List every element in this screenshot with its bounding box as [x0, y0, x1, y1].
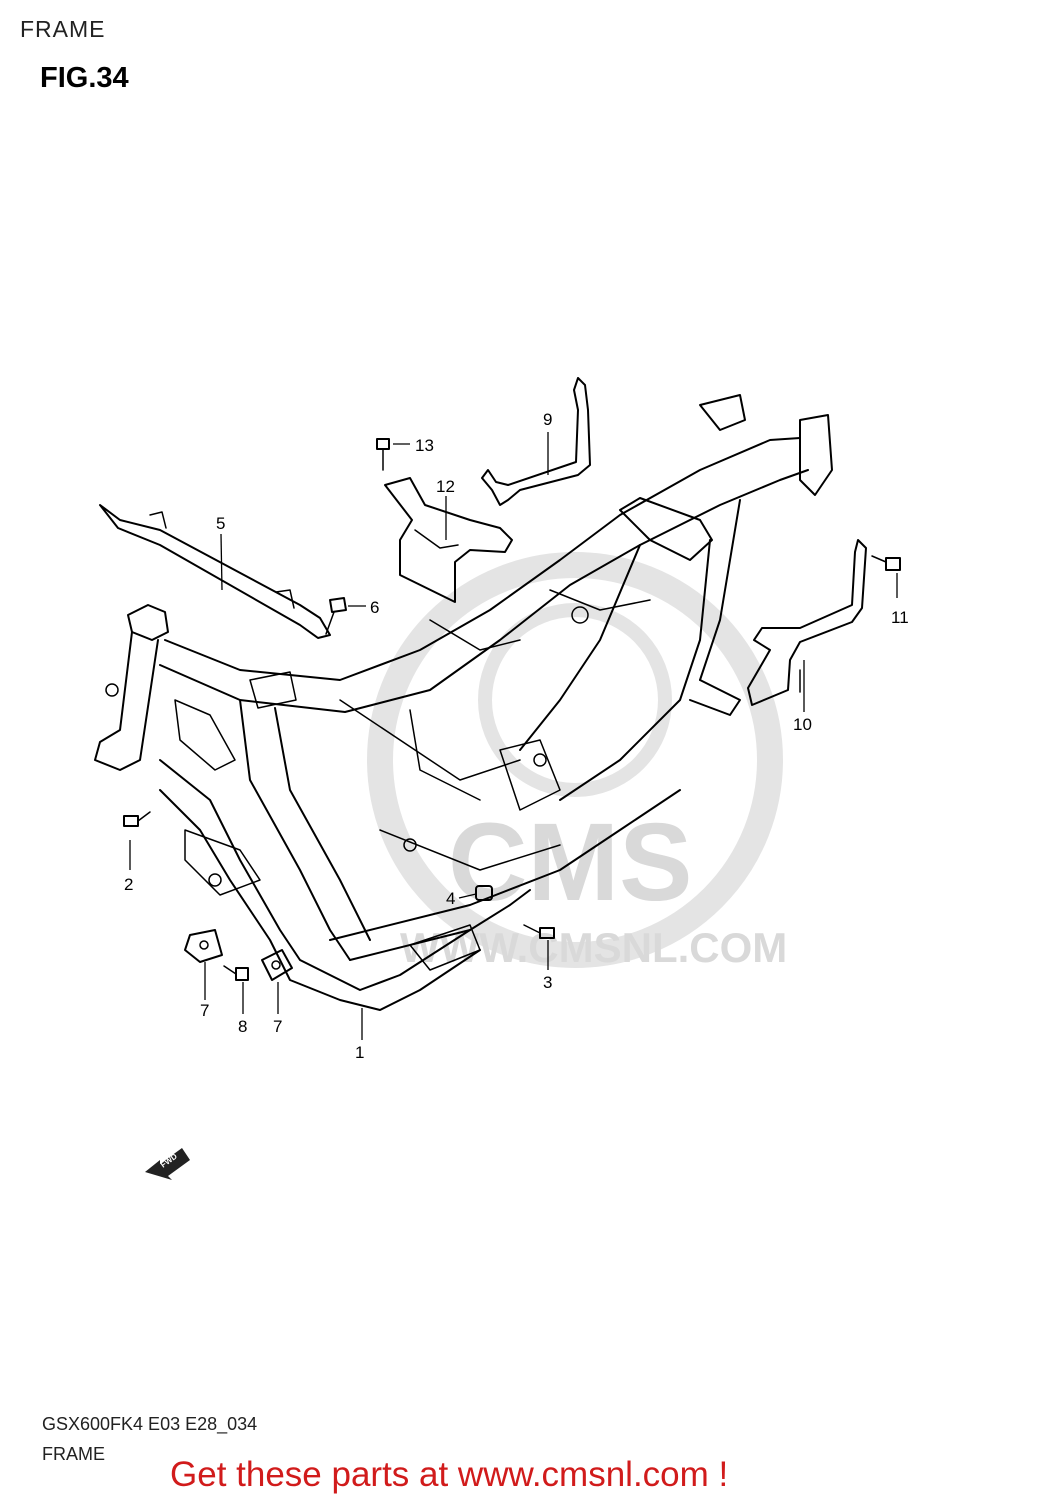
callout-7-left: 7	[200, 1001, 209, 1020]
part-13-bolt	[376, 438, 390, 471]
part-7-plate-right	[261, 949, 293, 981]
promo-link[interactable]: Get these parts at www.cmsnl.com !	[170, 1455, 729, 1494]
callout-6: 6	[370, 598, 379, 617]
forward-arrow-icon: FWD	[145, 1148, 190, 1180]
callout-4: 4	[446, 889, 455, 908]
leader-lines	[129, 432, 898, 1040]
figure-title: FIG.34	[40, 62, 129, 94]
callout-12: 12	[436, 477, 455, 496]
callout-7-right: 7	[273, 1017, 282, 1036]
callout-2: 2	[124, 875, 133, 894]
part-8-bolt	[223, 965, 249, 981]
callout-10: 10	[793, 715, 812, 734]
callout-9: 9	[543, 410, 552, 429]
part-4-collar	[475, 885, 493, 901]
part-7-plate-left	[184, 929, 223, 963]
callout-5: 5	[216, 514, 225, 533]
section-title: FRAME	[20, 16, 106, 42]
part-5-bracket	[99, 504, 331, 639]
part-12-bracket	[384, 477, 513, 603]
callout-numbers: 1 2 3 4 5 6 7 7 8 9 10 11 12 13	[124, 410, 909, 1062]
model-name: FRAME	[42, 1444, 105, 1464]
callout-1: 1	[355, 1043, 364, 1062]
callout-11: 11	[891, 608, 909, 627]
part-3-bolt	[523, 924, 555, 939]
part-2-bolt	[123, 811, 151, 827]
callout-3: 3	[543, 973, 552, 992]
callout-13: 13	[415, 436, 434, 455]
callout-8: 8	[238, 1017, 247, 1036]
part-11-bolt	[871, 555, 901, 571]
part-1-main-frame	[94, 394, 833, 1011]
model-code: GSX600FK4 E03 E28_034	[42, 1414, 258, 1434]
part-6-bolt	[325, 597, 347, 635]
part-9-rail	[481, 377, 591, 506]
part-10-rail	[747, 539, 867, 706]
